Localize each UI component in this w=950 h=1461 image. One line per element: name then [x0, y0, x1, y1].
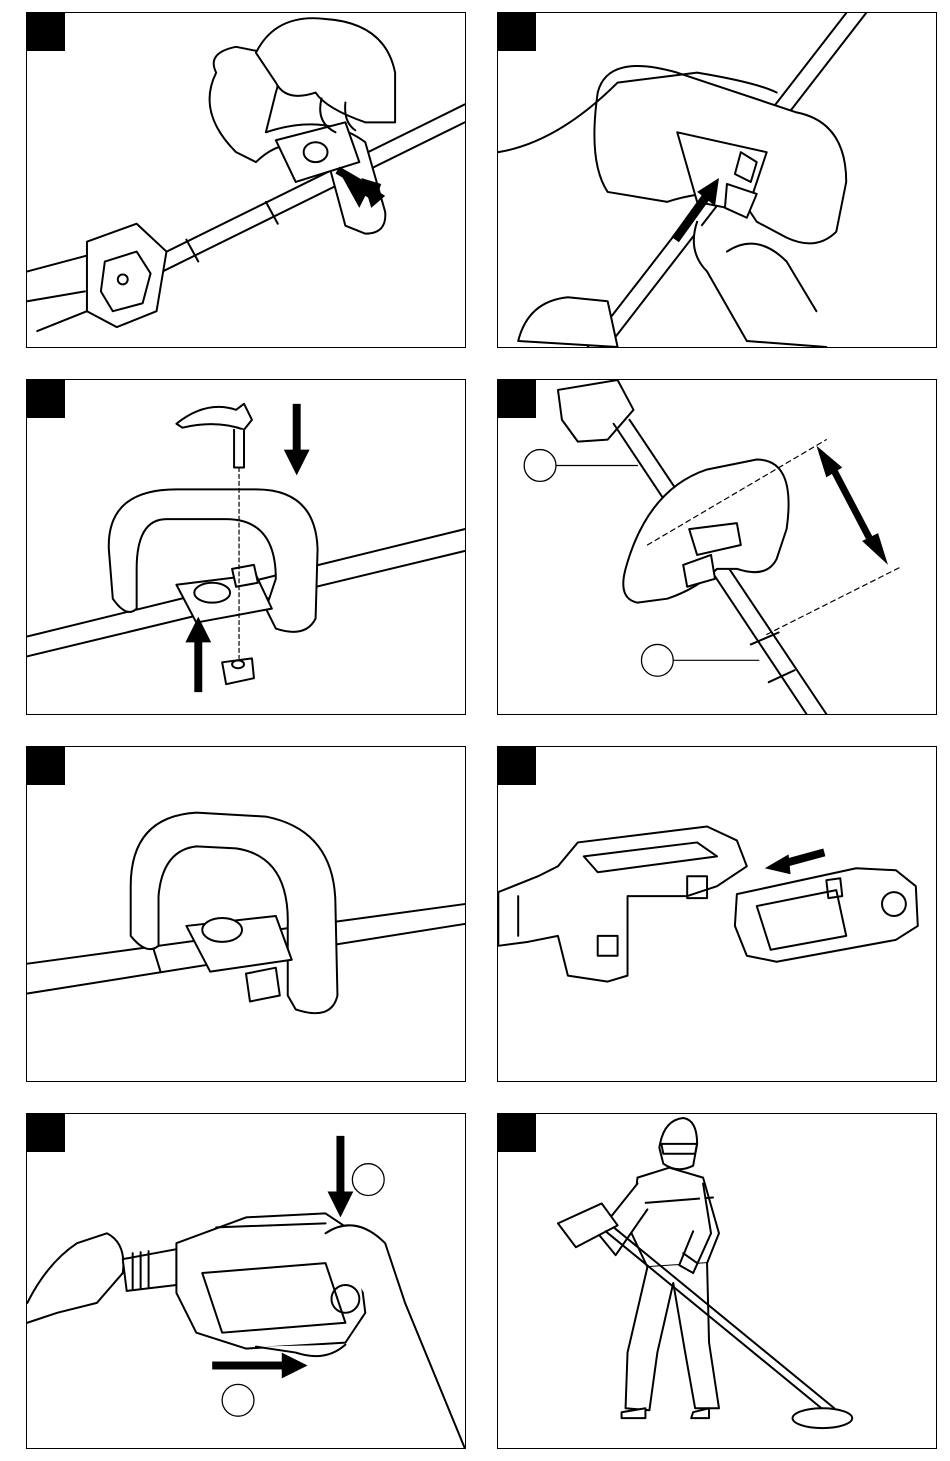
callout-circle-2: [641, 644, 673, 676]
callout-circle-1: [524, 450, 556, 482]
callout-circle-1: [352, 1164, 384, 1196]
step-panel-3: [26, 379, 466, 715]
step-panel-2: [497, 12, 937, 348]
step-panel-4: [497, 379, 937, 715]
illustration-bolt-assembly: [27, 380, 465, 714]
illustration-remove-handle: [27, 13, 465, 347]
callout-circle-2: [222, 1384, 254, 1416]
illustration-handle-mounted: [27, 747, 465, 1081]
step-panel-7: [26, 1113, 466, 1449]
illustration-battery-slide: [498, 747, 936, 1081]
illustration-adjust-handle: [498, 380, 936, 714]
step-panel-1: [26, 12, 466, 348]
step-panel-8: [497, 1113, 937, 1449]
step-panel-6: [497, 746, 937, 1082]
step-panel-5: [26, 746, 466, 1082]
illustration-operator: [498, 1114, 936, 1448]
illustration-clamp-shaft: [498, 13, 936, 347]
illustration-battery-insert: [27, 1114, 465, 1448]
